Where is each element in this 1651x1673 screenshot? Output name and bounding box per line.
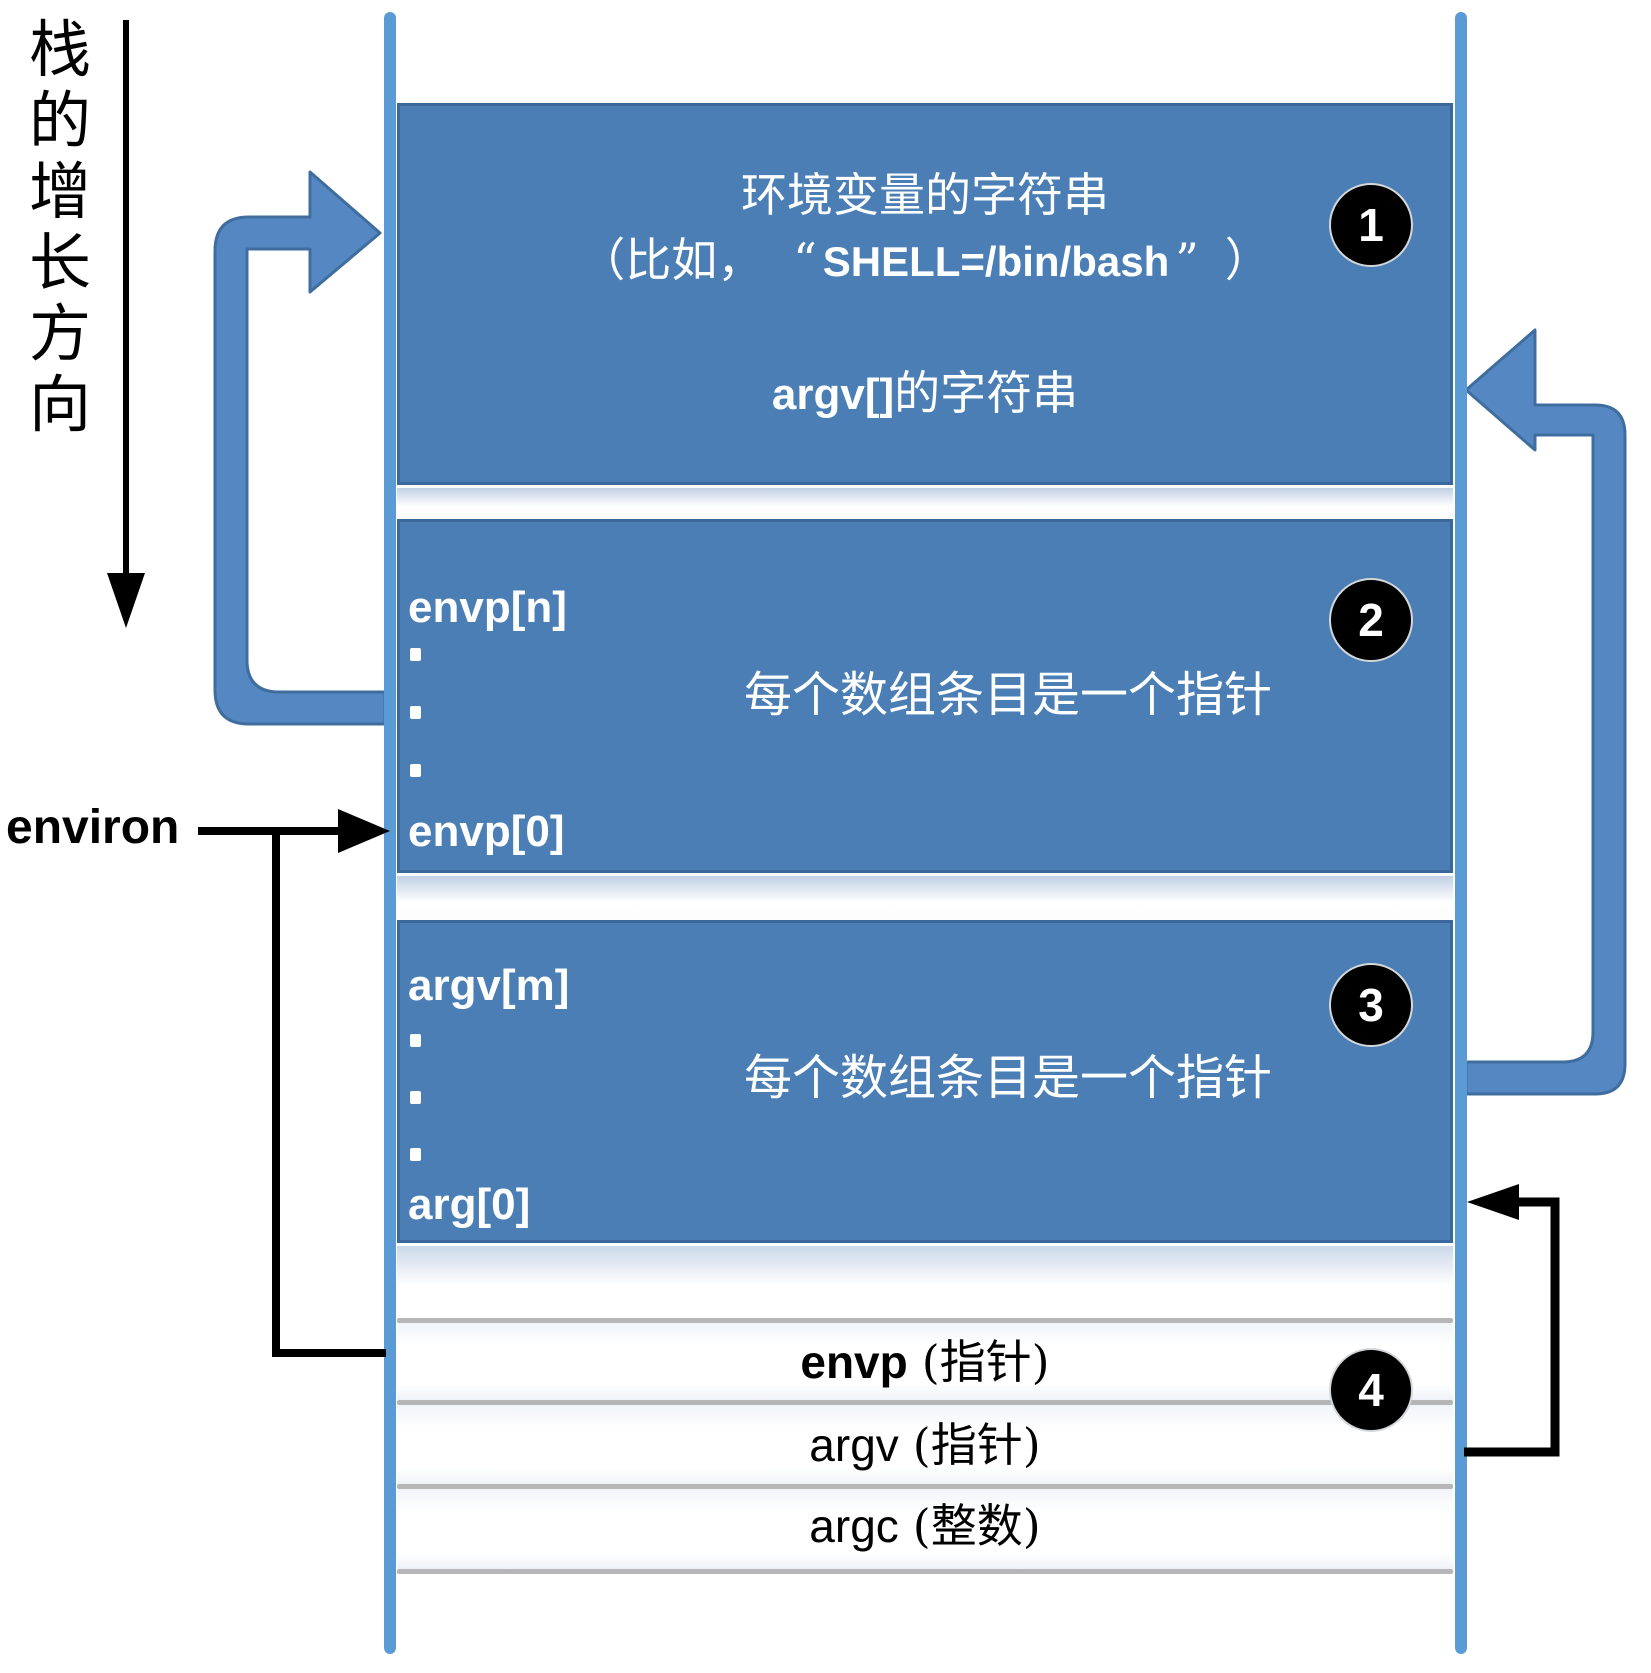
example-shell-code: SHELL=/bin/bash: [822, 238, 1170, 285]
badge-1: 1: [1329, 183, 1413, 267]
stack-growth-label: 栈的增长方向: [28, 13, 91, 441]
row-argv: [397, 1405, 1453, 1484]
badge-3: 3: [1329, 963, 1413, 1047]
argv-suffix: 的字符串: [894, 366, 1079, 420]
argv-row-to-array-arrow: [1464, 1184, 1560, 1457]
argv-to-strings-arrow: [1464, 328, 1627, 1096]
envp-note: (指针): [921, 1335, 1050, 1389]
environ-arrow: [198, 809, 390, 1357]
example-open-paren: （比如，: [579, 233, 764, 287]
arg-0-label: arg[0]: [408, 1180, 531, 1229]
strings-box-argv-line: argv[]的字符串: [772, 370, 1078, 418]
row-divider: [397, 1400, 1453, 1405]
row-argv-label: argv(指针): [809, 1422, 1040, 1468]
argv-box-note: 每个数组条目是一个指针: [743, 1050, 1273, 1106]
row-divider: [397, 1484, 1453, 1489]
argc-note: (整数): [912, 1499, 1041, 1553]
envp-array-box: [397, 519, 1453, 873]
envp-to-strings-arrow: [213, 170, 387, 726]
ellipsis-dot: [410, 1091, 421, 1104]
row-envp-label: envp(指针): [800, 1339, 1049, 1385]
ellipsis-dot: [410, 1034, 421, 1047]
row-divider: [397, 1318, 1453, 1323]
example-quote-open: “: [793, 233, 817, 287]
row-argc-label: argc(整数): [809, 1503, 1040, 1549]
badge-4: 4: [1329, 1348, 1413, 1432]
strings-box-example: （比如，“SHELL=/bin/bash”）: [579, 237, 1271, 285]
stack-growth-arrow: [107, 20, 145, 628]
row-divider: [397, 1569, 1453, 1574]
gap-under-strings-box: [397, 488, 1453, 519]
envp-n-label: envp[n]: [408, 583, 567, 632]
argv-array-box: [397, 920, 1453, 1243]
envp-box-note: 每个数组条目是一个指针: [743, 667, 1273, 723]
argv-note: (指针): [912, 1418, 1041, 1472]
argv-code: argv[]: [771, 370, 895, 419]
strings-box-title: 环境变量的字符串: [741, 168, 1109, 222]
example-quote-close: ”: [1175, 233, 1199, 287]
ellipsis-dot: [410, 1148, 421, 1161]
ellipsis-dot: [410, 764, 421, 777]
strings-box: [397, 103, 1453, 485]
row-argc: [397, 1489, 1453, 1569]
empty-row: [397, 1246, 1453, 1318]
gap-under-envp-box: [397, 876, 1453, 920]
argv-m-label: argv[m]: [408, 961, 570, 1010]
argv-code: argv: [809, 1419, 899, 1471]
envp-code: envp: [800, 1336, 908, 1388]
badge-2: 2: [1329, 578, 1413, 662]
environ-label: environ: [6, 801, 180, 854]
envp-0-label: envp[0]: [408, 807, 565, 856]
argc-code: argc: [809, 1500, 899, 1552]
ellipsis-dot: [410, 706, 421, 719]
ellipsis-dot: [410, 648, 421, 661]
row-envp: [397, 1323, 1453, 1400]
example-close-paren: ）: [1224, 233, 1271, 287]
